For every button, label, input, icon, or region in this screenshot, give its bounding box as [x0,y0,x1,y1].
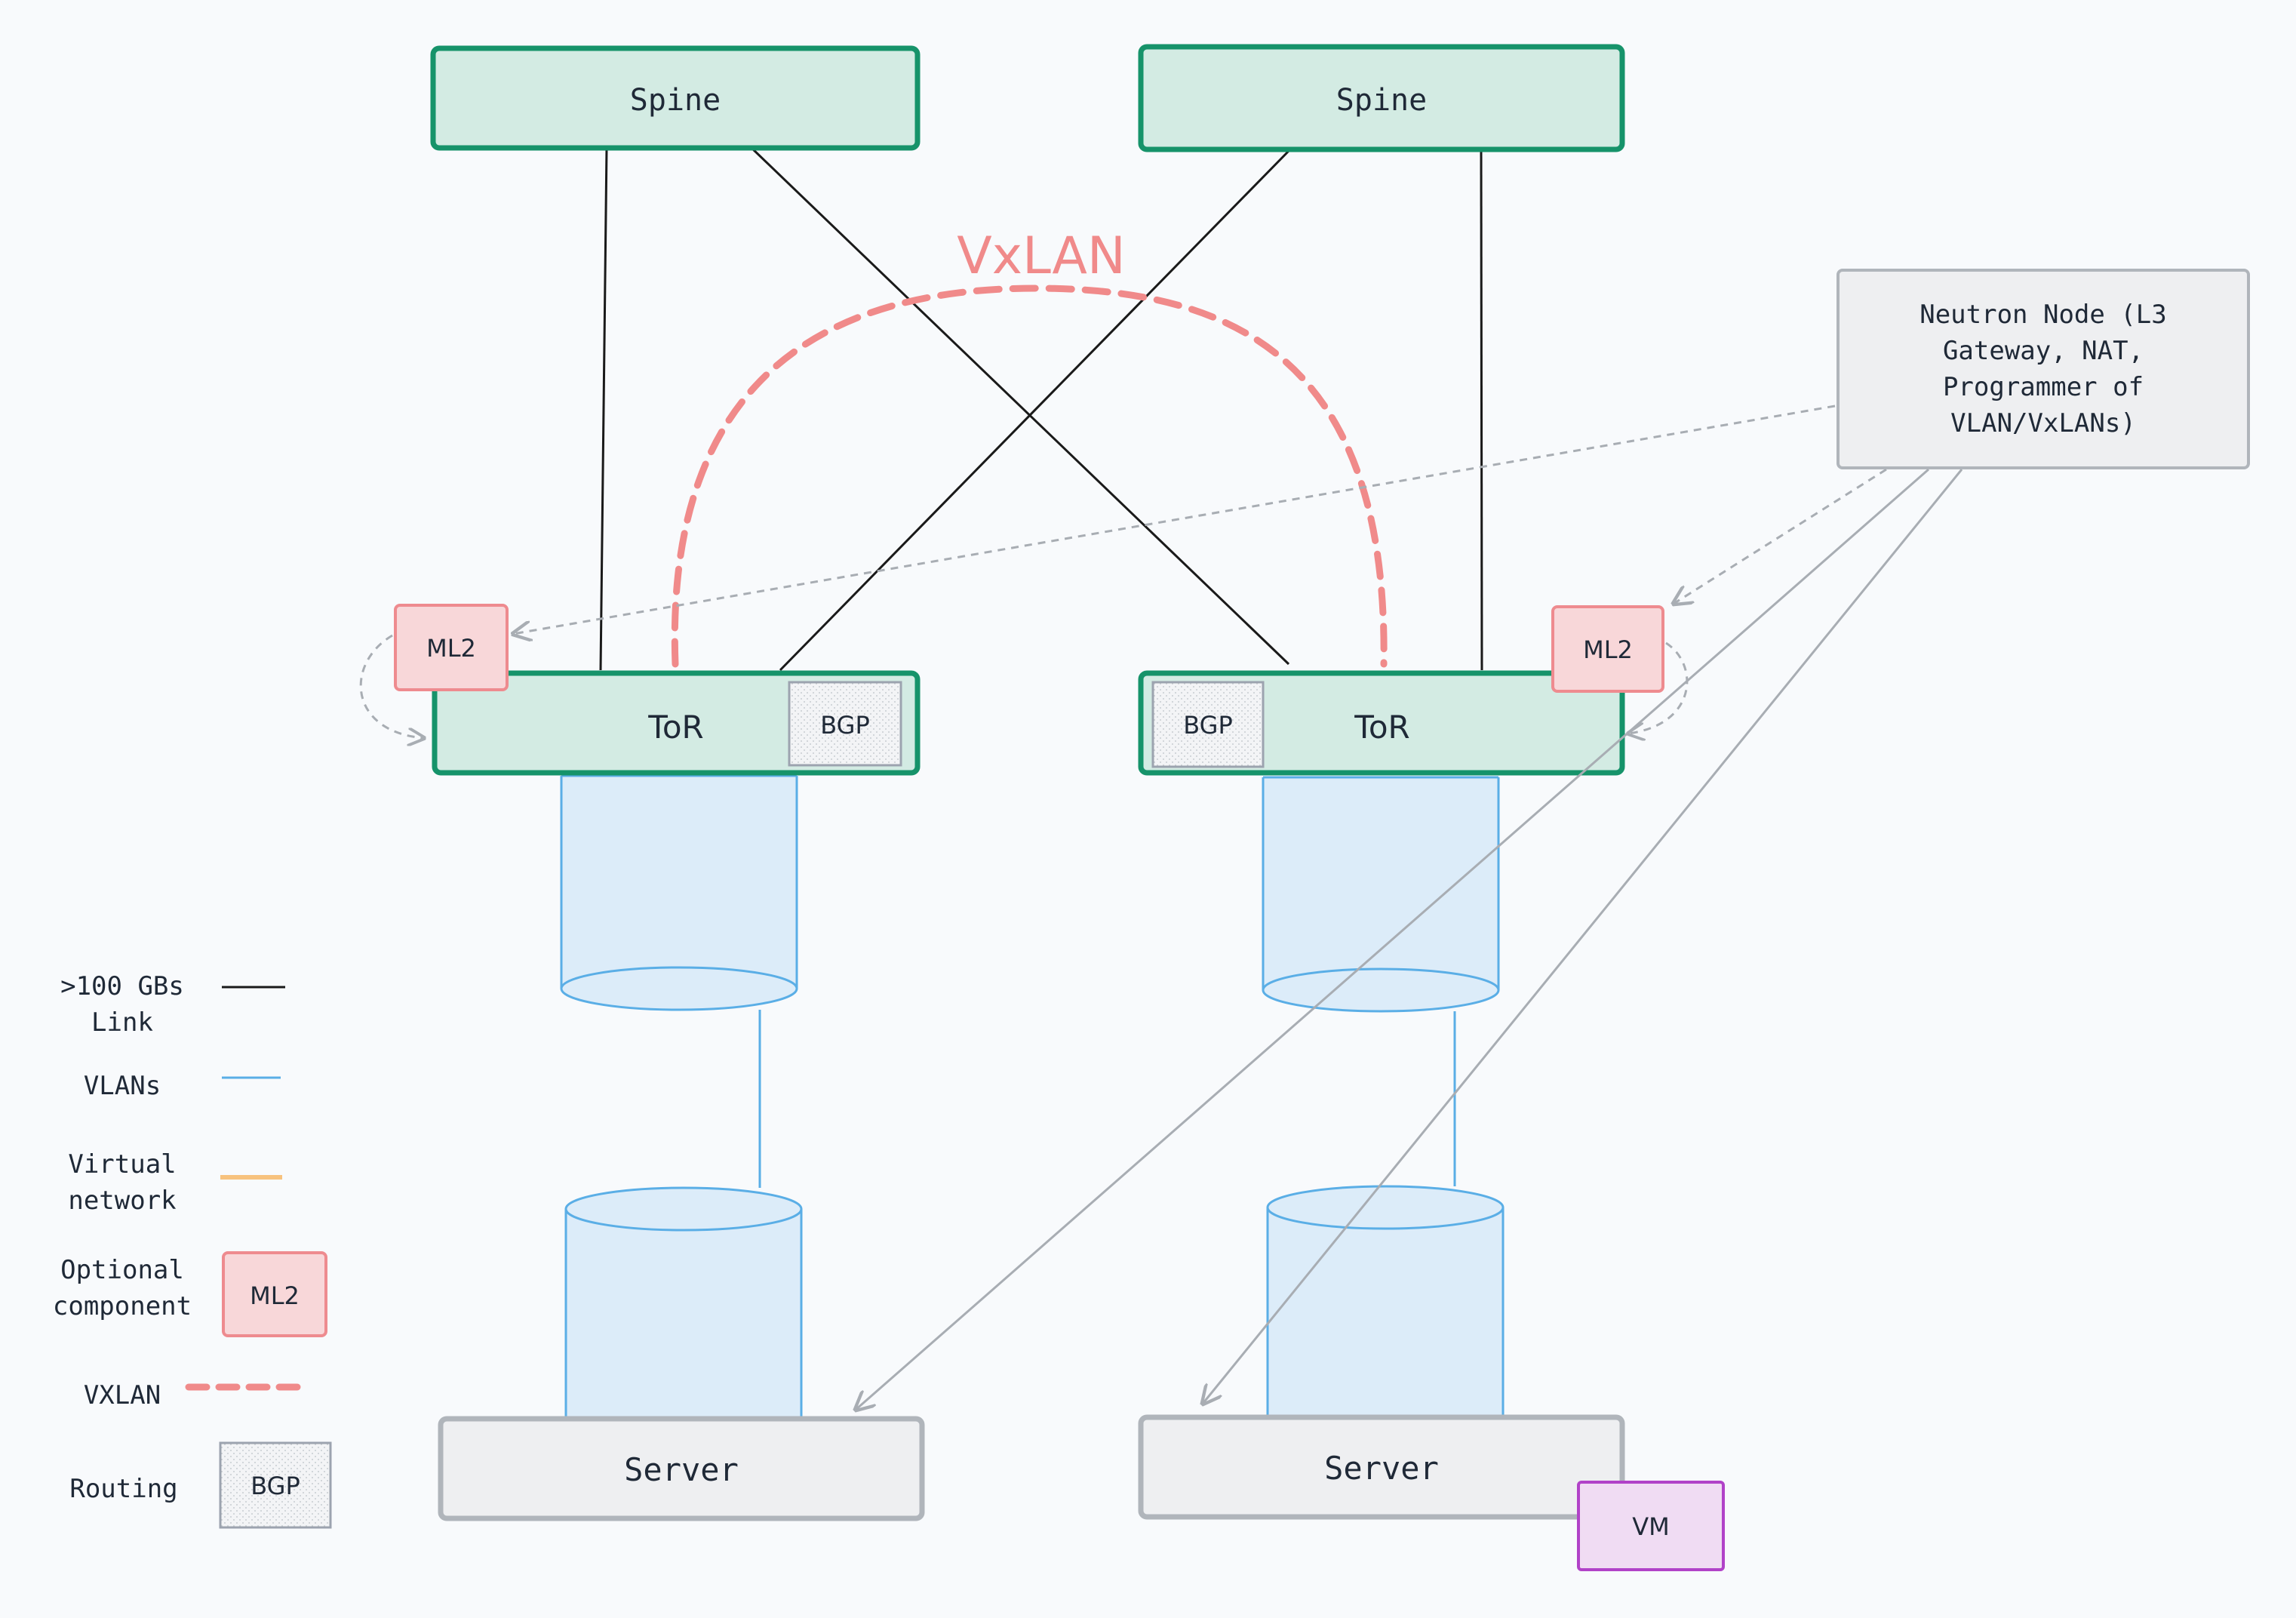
legend-vxlan-label: VXLAN [84,1380,161,1410]
legend-vlans-label: VLANs [84,1071,161,1101]
tor-label: ToR [1354,709,1409,746]
backbone-links [599,146,1483,672]
ml2-label: ML2 [1583,635,1633,664]
vm-instance[interactable]: VM [1577,1481,1725,1571]
neutron-line: Neutron Node (L3 [1919,300,2167,330]
spine-node[interactable]: Spine [430,45,921,151]
legend-routing-swatch [219,1441,332,1529]
spine-label: Spine [1336,83,1427,118]
spine-node[interactable]: Spine [1138,44,1625,152]
tor-switch[interactable]: ToR BGP [1138,670,1625,776]
legend-routing-label: Routing [69,1474,177,1504]
bgp-routing-badge: BGP [788,681,902,767]
legend-optional-label: Optional [60,1255,184,1285]
vlan-segment [1262,776,1500,1013]
legend: >100 GBs Link VLANs Virtual network Opti… [53,971,332,1529]
legend-link-label: Link [91,1007,153,1038]
neutron-to-ml2-arrow [513,404,1836,634]
neutron-line: Programmer of [1943,372,2144,402]
neutron-to-ml2-arrow [1674,468,1887,604]
neutron-to-server-arrow [1203,469,1963,1404]
legend-routing-sample: BGP [251,1472,300,1500]
neutron-node[interactable]: Neutron Node (L3 Gateway, NAT, Programme… [1836,269,2250,469]
spine-label: Spine [630,83,721,118]
legend-virtual-label: network [68,1186,176,1216]
link-spine1-tor1 [599,147,608,671]
neutron-line: Gateway, NAT, [1943,336,2144,366]
server-label: Server [624,1451,739,1488]
legend-link-label: >100 GBs [60,971,184,1001]
bgp-label: BGP [1183,711,1232,740]
vxlan-tunnel [671,285,1388,668]
legend-virtual-label: Virtual [68,1149,176,1180]
bgp-label: BGP [820,711,869,740]
legend-optional-swatch [222,1251,327,1337]
link-spine2-tor1 [779,149,1290,672]
server-node[interactable]: Server [438,1416,925,1521]
vm-label: VM [1632,1512,1670,1541]
tor-switch[interactable]: ToR BGP [432,670,921,776]
ml2-program-arrow [359,634,424,738]
ml2-component[interactable]: ML2 [1551,605,1664,693]
legend-optional-sample: ML2 [250,1281,300,1310]
bgp-routing-badge: BGP [1151,681,1265,768]
server-label: Server [1324,1450,1439,1487]
ml2-label: ML2 [426,634,476,663]
vlan-segment [560,774,798,1011]
link-spine1-tor2 [750,146,1290,666]
link-spine2-tor2 [1480,147,1483,671]
vlan-segment [564,1186,803,1417]
ml2-program-arrow [1628,641,1689,734]
vxlan-label: VxLAN [957,226,1126,286]
vlan-segment [1266,1185,1505,1417]
neutron-to-server-arrow [856,468,1929,1410]
legend-optional-label: component [53,1291,192,1321]
tor-label: ToR [647,709,703,746]
ml2-component[interactable]: ML2 [394,604,509,691]
server-node[interactable]: Server [1138,1414,1625,1520]
neutron-line: VLAN/VxLANs) [1950,408,2136,438]
